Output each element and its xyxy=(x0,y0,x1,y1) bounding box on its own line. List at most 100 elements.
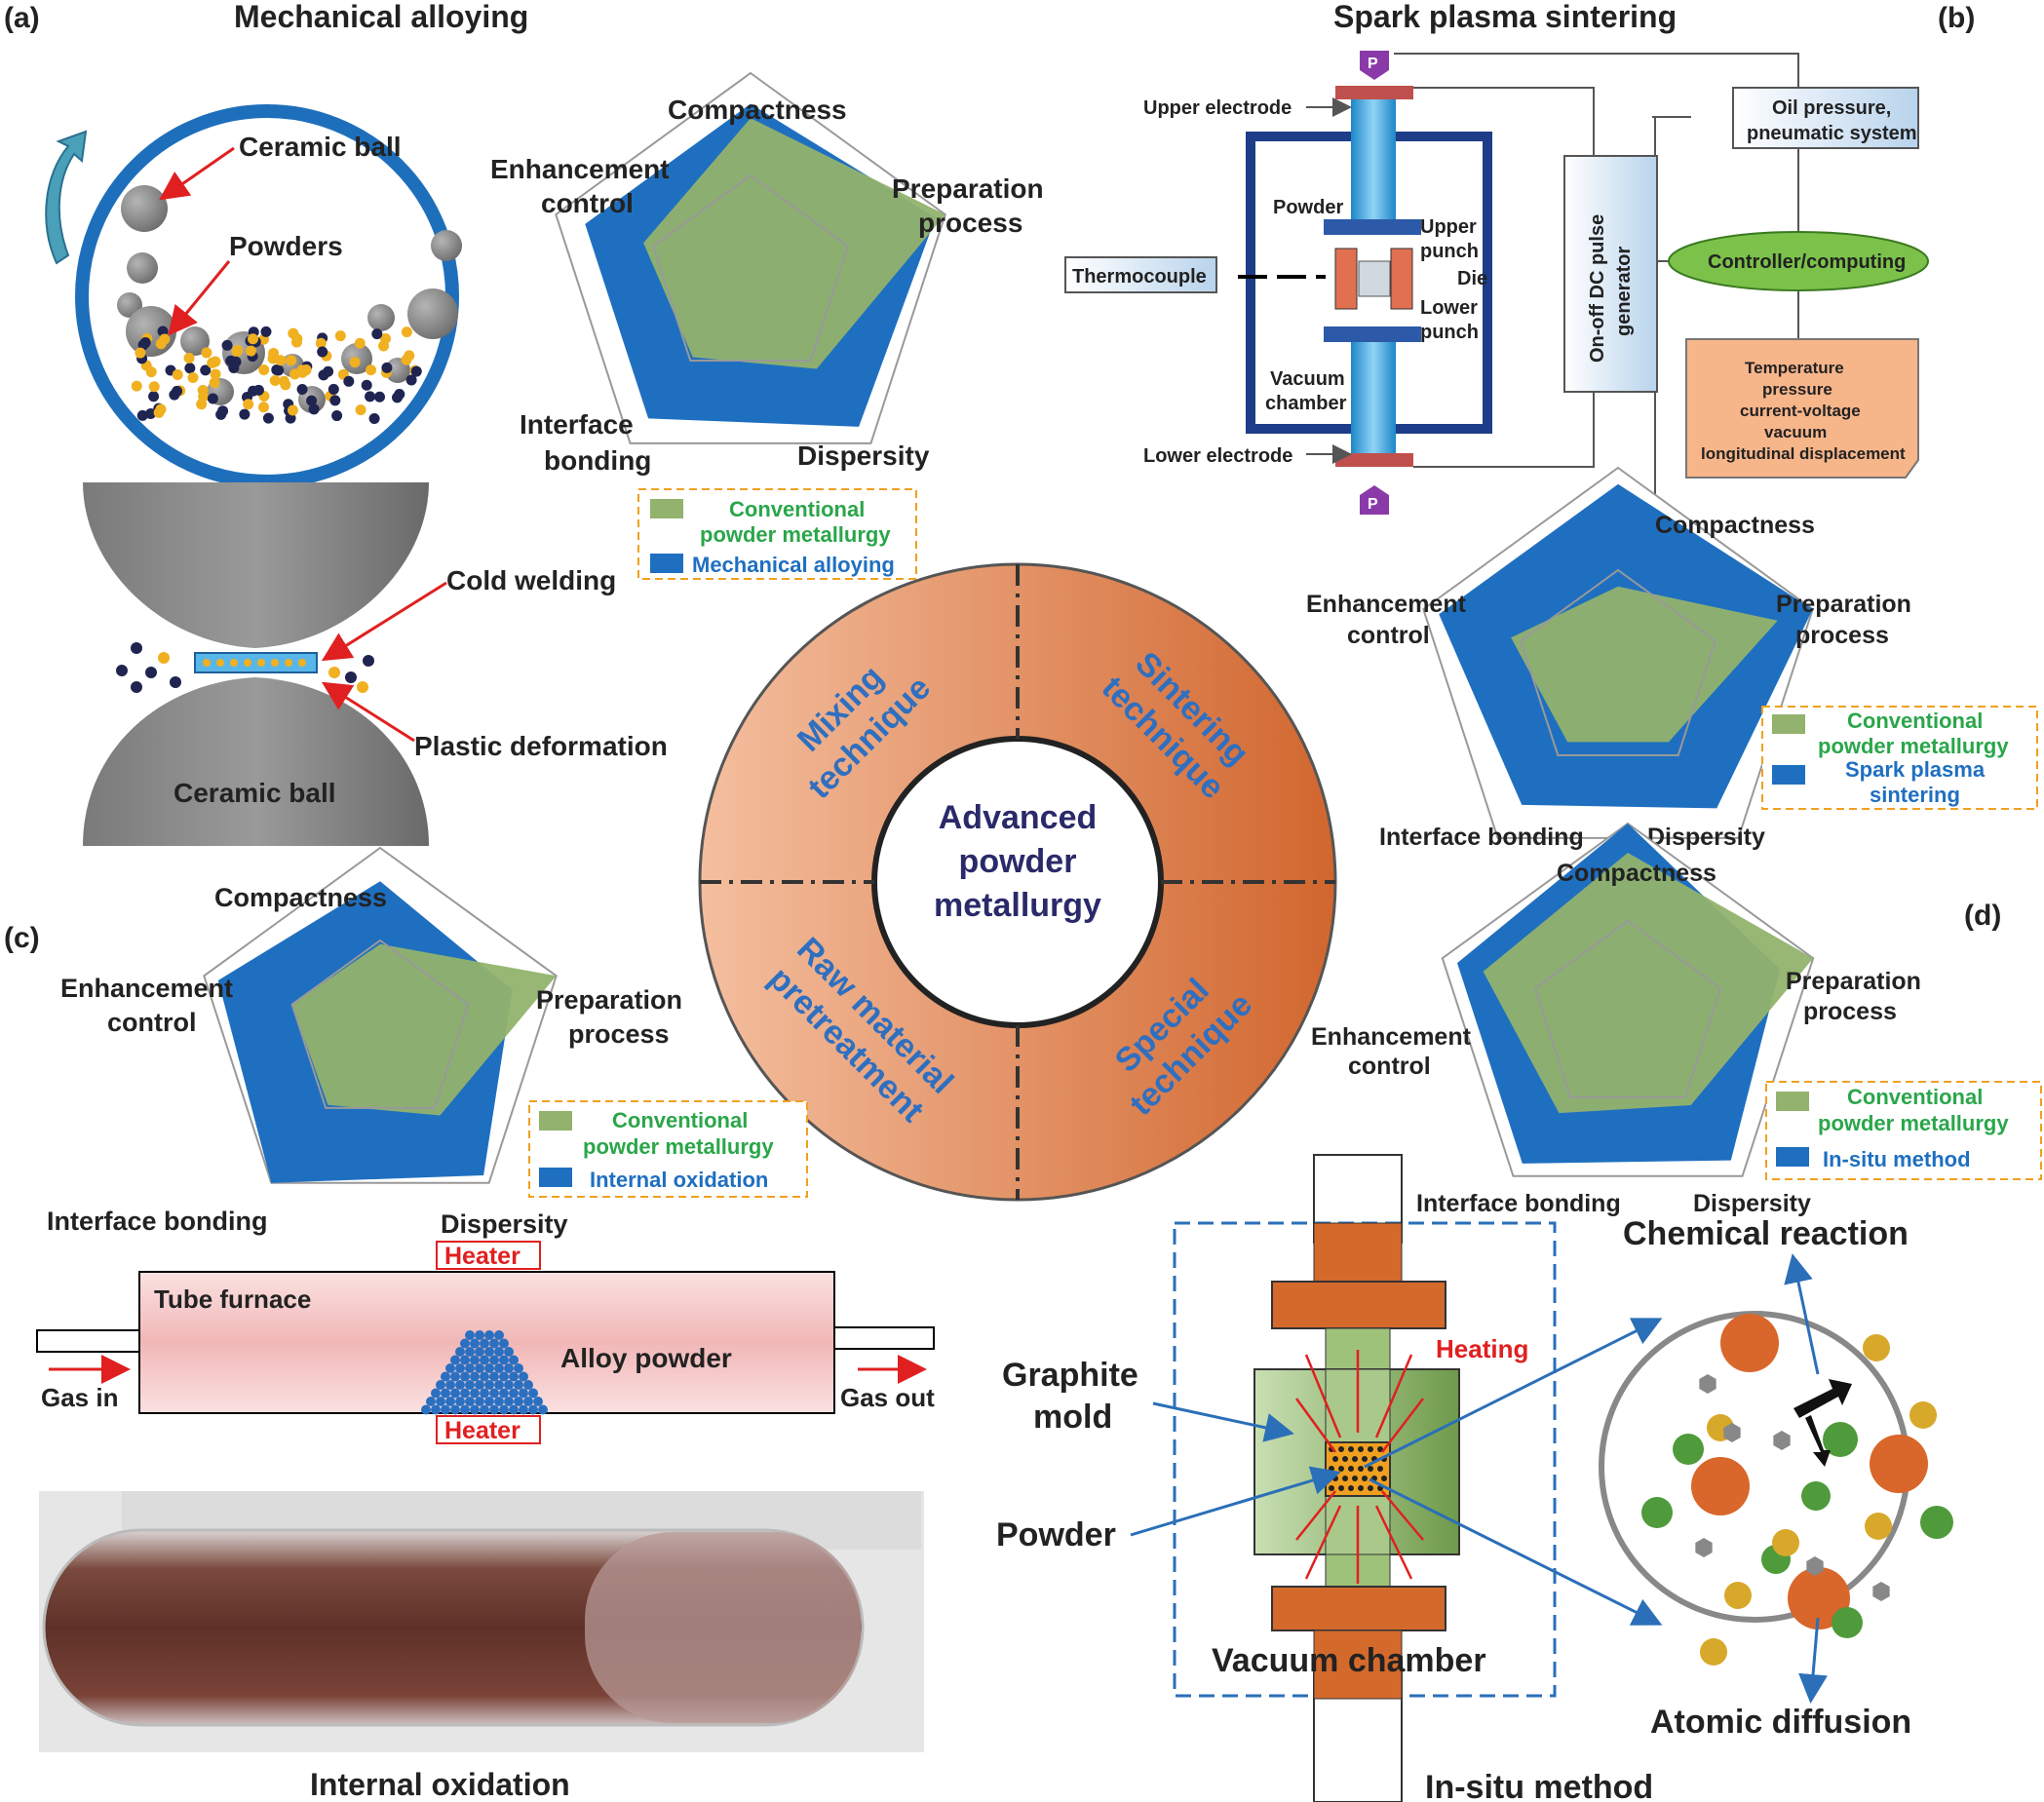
legend-c-conv-line2: powder metallurgy xyxy=(583,1134,774,1159)
powder-particle xyxy=(331,410,343,422)
cell-dot xyxy=(1338,1485,1344,1491)
legend-a-tech-swatch xyxy=(650,554,683,573)
contact-particle xyxy=(131,642,142,654)
alloy-particle xyxy=(519,1388,528,1399)
alloy-particle xyxy=(465,1347,475,1357)
radar-b-axis-interface-bonding: Interface bonding xyxy=(1379,824,1584,851)
alloy-particle xyxy=(533,1397,543,1406)
alloy-powder-label: Alloy powder xyxy=(560,1343,732,1373)
dc-generator-box[interactable] xyxy=(1563,155,1658,393)
alloy-particle xyxy=(504,1363,514,1373)
powder-particle xyxy=(296,383,308,395)
tube-right xyxy=(830,1326,935,1350)
legend-b-conv-swatch xyxy=(1772,714,1805,734)
powder-particle xyxy=(200,364,212,376)
alloy-particle xyxy=(528,1388,538,1399)
powder-particle xyxy=(269,374,281,386)
thermocouple-box[interactable] xyxy=(1064,256,1217,293)
alloy-particle xyxy=(480,1371,489,1382)
reaction-arrow-icon xyxy=(1793,1379,1852,1418)
vacuum-chamber-label-2: chamber xyxy=(1265,393,1347,414)
powder-particle xyxy=(371,328,383,340)
alloy-particle xyxy=(499,1388,509,1399)
radar-c-axis-dispersity: Dispersity xyxy=(441,1209,568,1239)
powder-particle xyxy=(243,399,254,410)
radar-chart-d xyxy=(1441,822,1815,1177)
alloy-particle xyxy=(489,1388,499,1399)
die-right xyxy=(1390,248,1413,310)
alloy-particle xyxy=(445,1363,455,1373)
alloy-particle xyxy=(504,1380,514,1390)
alloy-particle xyxy=(460,1404,470,1415)
powder-particle xyxy=(401,326,412,338)
radar-chart-c xyxy=(203,846,558,1184)
param-5: longitudinal displacement xyxy=(1701,444,1906,463)
plastic-deformation-arrow xyxy=(321,681,415,743)
cell-dot xyxy=(1368,1466,1373,1472)
powder-particle xyxy=(267,353,279,364)
cell-dot xyxy=(1352,1456,1358,1462)
oil-pressure-box[interactable] xyxy=(1732,87,1919,149)
cell-dot xyxy=(1348,1466,1354,1472)
cell-dot xyxy=(1377,1466,1383,1472)
upper-ceramic-ball xyxy=(83,482,429,648)
radar-a-axis-bonding: bonding xyxy=(544,445,651,476)
cold-welded-layer xyxy=(194,652,318,673)
param-1: Temperature xyxy=(1745,359,1844,377)
atomic-diffusion-label: Atomic diffusion xyxy=(1650,1704,1911,1741)
yellow-particle xyxy=(1772,1529,1799,1556)
powder-particle xyxy=(323,365,334,377)
alloy-particle xyxy=(455,1380,465,1390)
alloy-particle xyxy=(460,1355,470,1365)
cell-dot xyxy=(1358,1485,1364,1491)
param-2: pressure xyxy=(1762,380,1832,399)
panel-d-tag: (d) xyxy=(1964,900,2001,932)
cold-welding-arrow xyxy=(321,581,447,662)
alloy-particle xyxy=(489,1371,499,1382)
powder-particle xyxy=(187,371,199,383)
powder-particle xyxy=(210,356,221,367)
diffusion-arrow-icon xyxy=(1805,1415,1831,1467)
die-label: Die xyxy=(1457,268,1487,289)
panel-d: (d) Compactness Preparation process Disp… xyxy=(996,822,2042,1802)
cell-dot xyxy=(1368,1485,1373,1491)
alloy-particle xyxy=(499,1371,509,1382)
alloy-particle xyxy=(445,1380,455,1390)
yellow-particle xyxy=(1863,1334,1890,1361)
graphite-mold-label-2: mold xyxy=(1033,1399,1112,1436)
welded-particle xyxy=(203,659,211,667)
lower-punch-label-1: Lower xyxy=(1420,297,1478,319)
controller-ellipse[interactable] xyxy=(1668,231,1929,291)
green-particle xyxy=(1801,1481,1831,1511)
radar-chart-a xyxy=(555,71,946,444)
alloy-particle xyxy=(494,1347,504,1357)
powder-particle xyxy=(139,336,151,348)
legend-d-conv-swatch xyxy=(1776,1092,1809,1111)
alloy-particle xyxy=(484,1347,494,1357)
alloy-particle xyxy=(514,1380,523,1390)
lower-electrode-label: Lower electrode xyxy=(1143,445,1292,467)
alloy-particle xyxy=(455,1397,465,1406)
wire-lower xyxy=(1413,392,1595,468)
legend-c-tech-swatch xyxy=(539,1168,572,1187)
alloy-particle xyxy=(523,1397,533,1406)
oil-pressure-label-2: pneumatic system xyxy=(1747,123,1917,144)
parameters-note xyxy=(1685,338,1919,479)
panel-a: (a) Mechanical alloying Ceramic ball Pow… xyxy=(4,0,1044,846)
param-4: vacuum xyxy=(1764,423,1827,441)
vacuum-chamber-label-1: Vacuum xyxy=(1270,368,1345,390)
contact-particle xyxy=(328,667,340,678)
alloy-particle xyxy=(460,1388,470,1399)
welded-particle xyxy=(230,659,238,667)
legend-d-tech-label: In-situ method xyxy=(1823,1147,1971,1171)
radar-c-axis-control: control xyxy=(107,1008,197,1037)
reactant-particle xyxy=(1691,1457,1750,1515)
powder-particle xyxy=(378,340,390,352)
radar-b-grid-overlay xyxy=(1519,568,1717,756)
powder-particle xyxy=(315,337,327,349)
alloy-particle xyxy=(504,1347,514,1357)
panel-a-tag: (a) xyxy=(4,2,40,34)
powder-particle xyxy=(135,347,146,359)
alloy-particle xyxy=(475,1347,484,1357)
heating-lines xyxy=(1294,1350,1424,1584)
